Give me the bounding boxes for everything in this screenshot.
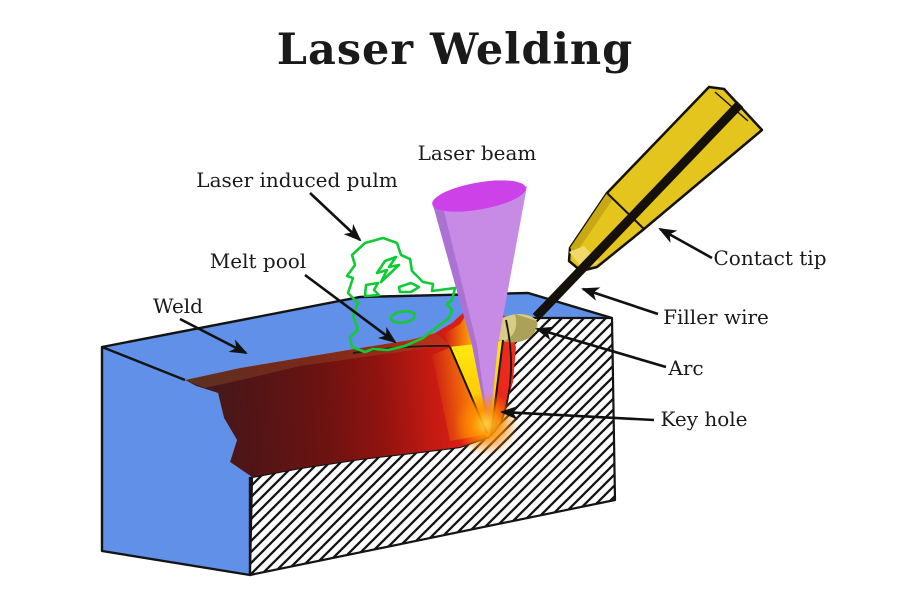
arrow-contact-tip bbox=[658, 227, 713, 260]
weld-top-sheen bbox=[185, 333, 450, 388]
plume-inner-blob bbox=[397, 281, 421, 294]
arc-blob-shadow bbox=[504, 314, 538, 343]
arrow-melt-pool bbox=[304, 273, 397, 344]
plume-outline bbox=[345, 236, 457, 354]
weld-bead-and-melt-pool bbox=[185, 305, 516, 477]
torch-taper-chamfer bbox=[570, 193, 613, 253]
label-laser-beam: Laser beam bbox=[418, 141, 537, 165]
keyhole-glow bbox=[454, 392, 518, 456]
filler-wire bbox=[532, 100, 744, 321]
arrow-key-hole bbox=[500, 405, 655, 422]
label-key-hole: Key hole bbox=[660, 407, 747, 431]
plume-inner-shape bbox=[363, 281, 381, 298]
plume-spark-shape bbox=[375, 255, 401, 284]
plume-outline-group bbox=[345, 236, 457, 354]
plume-inner-ellipse bbox=[389, 310, 417, 324]
label-laser-induced-plume: Laser induced pulm bbox=[196, 168, 397, 192]
annotation-arrows bbox=[179, 192, 713, 422]
workpiece-back-edge bbox=[101, 291, 613, 349]
arrow-filler-wire bbox=[581, 287, 659, 316]
arrow-laser-induced-plume bbox=[309, 192, 362, 242]
laser-beam-cone bbox=[433, 186, 527, 433]
torch-taper-line bbox=[606, 192, 645, 230]
laser-beam-top bbox=[432, 180, 526, 212]
arrow-arc bbox=[535, 326, 667, 369]
diagram-title: Laser Welding bbox=[277, 25, 634, 75]
label-filler-wire: Filler wire bbox=[663, 305, 769, 329]
arrow-weld bbox=[179, 317, 248, 355]
label-weld: Weld bbox=[153, 294, 203, 318]
workpiece-left-face bbox=[102, 347, 252, 575]
label-contact-tip: Contact tip bbox=[713, 246, 826, 270]
label-melt-pool: Melt pool bbox=[210, 249, 306, 273]
label-arc: Arc bbox=[667, 356, 703, 380]
